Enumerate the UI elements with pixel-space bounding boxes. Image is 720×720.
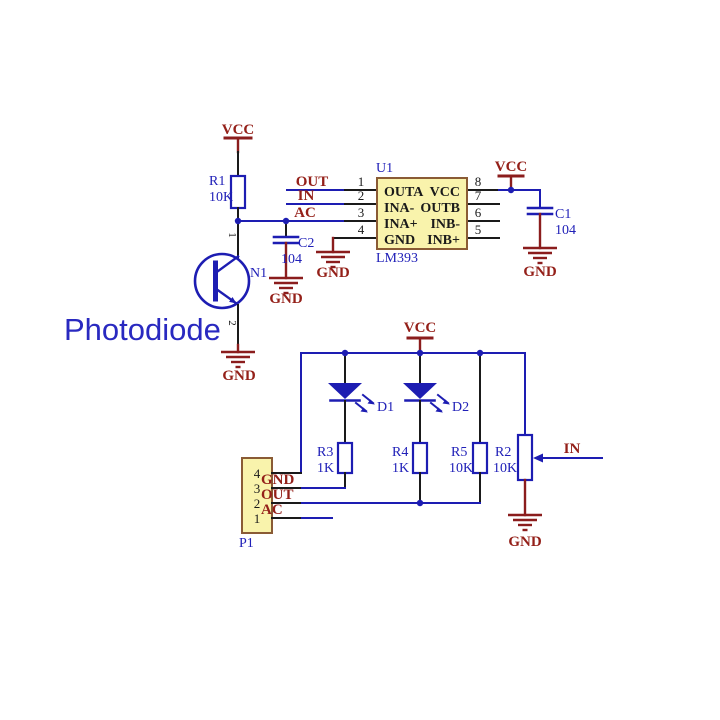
p1-designator: P1 xyxy=(239,536,254,551)
potentiometer-r2 xyxy=(516,433,534,482)
p1-pin-stubs xyxy=(271,472,303,519)
u1-designator: U1 xyxy=(376,161,393,176)
u1-pin-number-3: 3 xyxy=(358,205,365,220)
net-label-out-bottom: OUT xyxy=(261,487,294,503)
n1-pin-top: 1 xyxy=(226,232,238,238)
transistor-n1 xyxy=(193,252,251,310)
resistor-r5 xyxy=(471,441,489,475)
capacitor-c2 xyxy=(272,220,300,280)
net-label-in-top: IN xyxy=(298,188,315,204)
ground-symbol-c1 xyxy=(521,246,559,265)
resistor-r3 xyxy=(336,441,354,475)
gnd-label-c2: GND xyxy=(269,291,303,307)
vcc-label-c1: VCC xyxy=(495,159,528,175)
net-label-in-bottom: IN xyxy=(564,441,581,457)
junction-dot xyxy=(507,186,515,194)
p1-pin-number-2: 2 xyxy=(254,496,261,511)
u1-pin-number-7: 7 xyxy=(475,188,482,203)
junction-dot xyxy=(416,349,424,357)
d2-designator: D2 xyxy=(452,400,469,415)
u1-pin-outb: OUTB xyxy=(420,201,460,216)
vcc-label-rail: VCC xyxy=(404,320,437,336)
ground-symbol-r2 xyxy=(506,513,544,532)
r1-designator: R1 xyxy=(209,174,225,189)
p1-pin-number-1: 1 xyxy=(254,511,261,526)
u1-pin-outa: OUTA xyxy=(384,185,424,200)
u1-part: LM393 xyxy=(376,251,418,266)
r2-value: 10K xyxy=(493,461,517,476)
ic-u1-body xyxy=(376,177,468,250)
gnd-label-c1: GND xyxy=(523,264,557,280)
junction-dot xyxy=(416,499,424,507)
n1-pin-bottom: 2 xyxy=(226,320,238,326)
r5-value: 10K xyxy=(449,461,473,476)
u1-pin-number-8: 8 xyxy=(475,174,482,189)
u1-pin-number-4: 4 xyxy=(358,222,365,237)
led-d1 xyxy=(326,381,377,414)
u1-pin-number-5: 5 xyxy=(475,222,482,237)
c1-value: 104 xyxy=(555,223,576,238)
u1-pin-number-2: 2 xyxy=(358,188,365,203)
c2-designator: C2 xyxy=(298,236,314,251)
ground-symbol-n1 xyxy=(219,350,257,369)
photodiode-title: Photodiode xyxy=(64,312,221,347)
n1-designator: N1 xyxy=(250,266,267,281)
u1-pin-ina-minus: INA- xyxy=(384,201,415,216)
p1-pin-number-3: 3 xyxy=(254,481,261,496)
net-label-ac-top: AC xyxy=(294,205,316,221)
gnd-label-r2: GND xyxy=(508,534,542,550)
u1-pin-inb-minus: INB- xyxy=(430,217,460,232)
junction-dot xyxy=(282,217,290,225)
vcc-label-r1: VCC xyxy=(222,122,255,138)
r3-designator: R3 xyxy=(317,445,333,460)
c2-value: 104 xyxy=(281,252,302,267)
p1-pin-numbers: 4 3 2 1 xyxy=(254,466,261,526)
u1-pin-vcc: VCC xyxy=(430,185,460,200)
resistor-r4 xyxy=(411,441,429,475)
junction-dot xyxy=(341,349,349,357)
u1-pin-number-1: 1 xyxy=(358,174,365,189)
gnd-label-n1: GND xyxy=(222,368,256,384)
junction-dot xyxy=(476,349,484,357)
c1-designator: C1 xyxy=(555,207,571,222)
wiper-arrow xyxy=(533,453,543,463)
r4-designator: R4 xyxy=(392,445,408,460)
r1-value: 10K xyxy=(209,190,233,205)
net-label-ac-bottom: AC xyxy=(261,502,283,518)
u1-pin-number-6: 6 xyxy=(475,205,482,220)
u1-pin-ina-plus: INA+ xyxy=(384,217,418,232)
u1-pin-gnd: GND xyxy=(384,233,415,248)
u1-pin-stubs xyxy=(332,189,500,239)
net-label-out-top: OUT xyxy=(296,174,329,190)
u1-pin-inb-plus: INB+ xyxy=(427,233,460,248)
led-d2 xyxy=(401,381,452,414)
p1-pin-number-4: 4 xyxy=(254,466,261,481)
r3-value: 1K xyxy=(317,461,334,476)
gnd-label-u1pin4: GND xyxy=(316,265,350,281)
r5-designator: R5 xyxy=(451,445,467,460)
net-label-gnd-bottom: GND xyxy=(261,472,295,488)
capacitor-c1 xyxy=(526,206,554,250)
d1-designator: D1 xyxy=(377,400,394,415)
junction-dot xyxy=(234,217,242,225)
r4-value: 1K xyxy=(392,461,409,476)
vcc-symbol-r1 xyxy=(223,136,253,154)
r2-designator: R2 xyxy=(495,445,511,460)
u1-pin-names: OUTA INA- INA+ GND VCC OUTB INB- INB+ xyxy=(384,185,460,248)
u1-pin-numbers: 1 2 3 4 8 7 6 5 xyxy=(358,174,482,237)
connector-p1-body xyxy=(241,457,273,534)
